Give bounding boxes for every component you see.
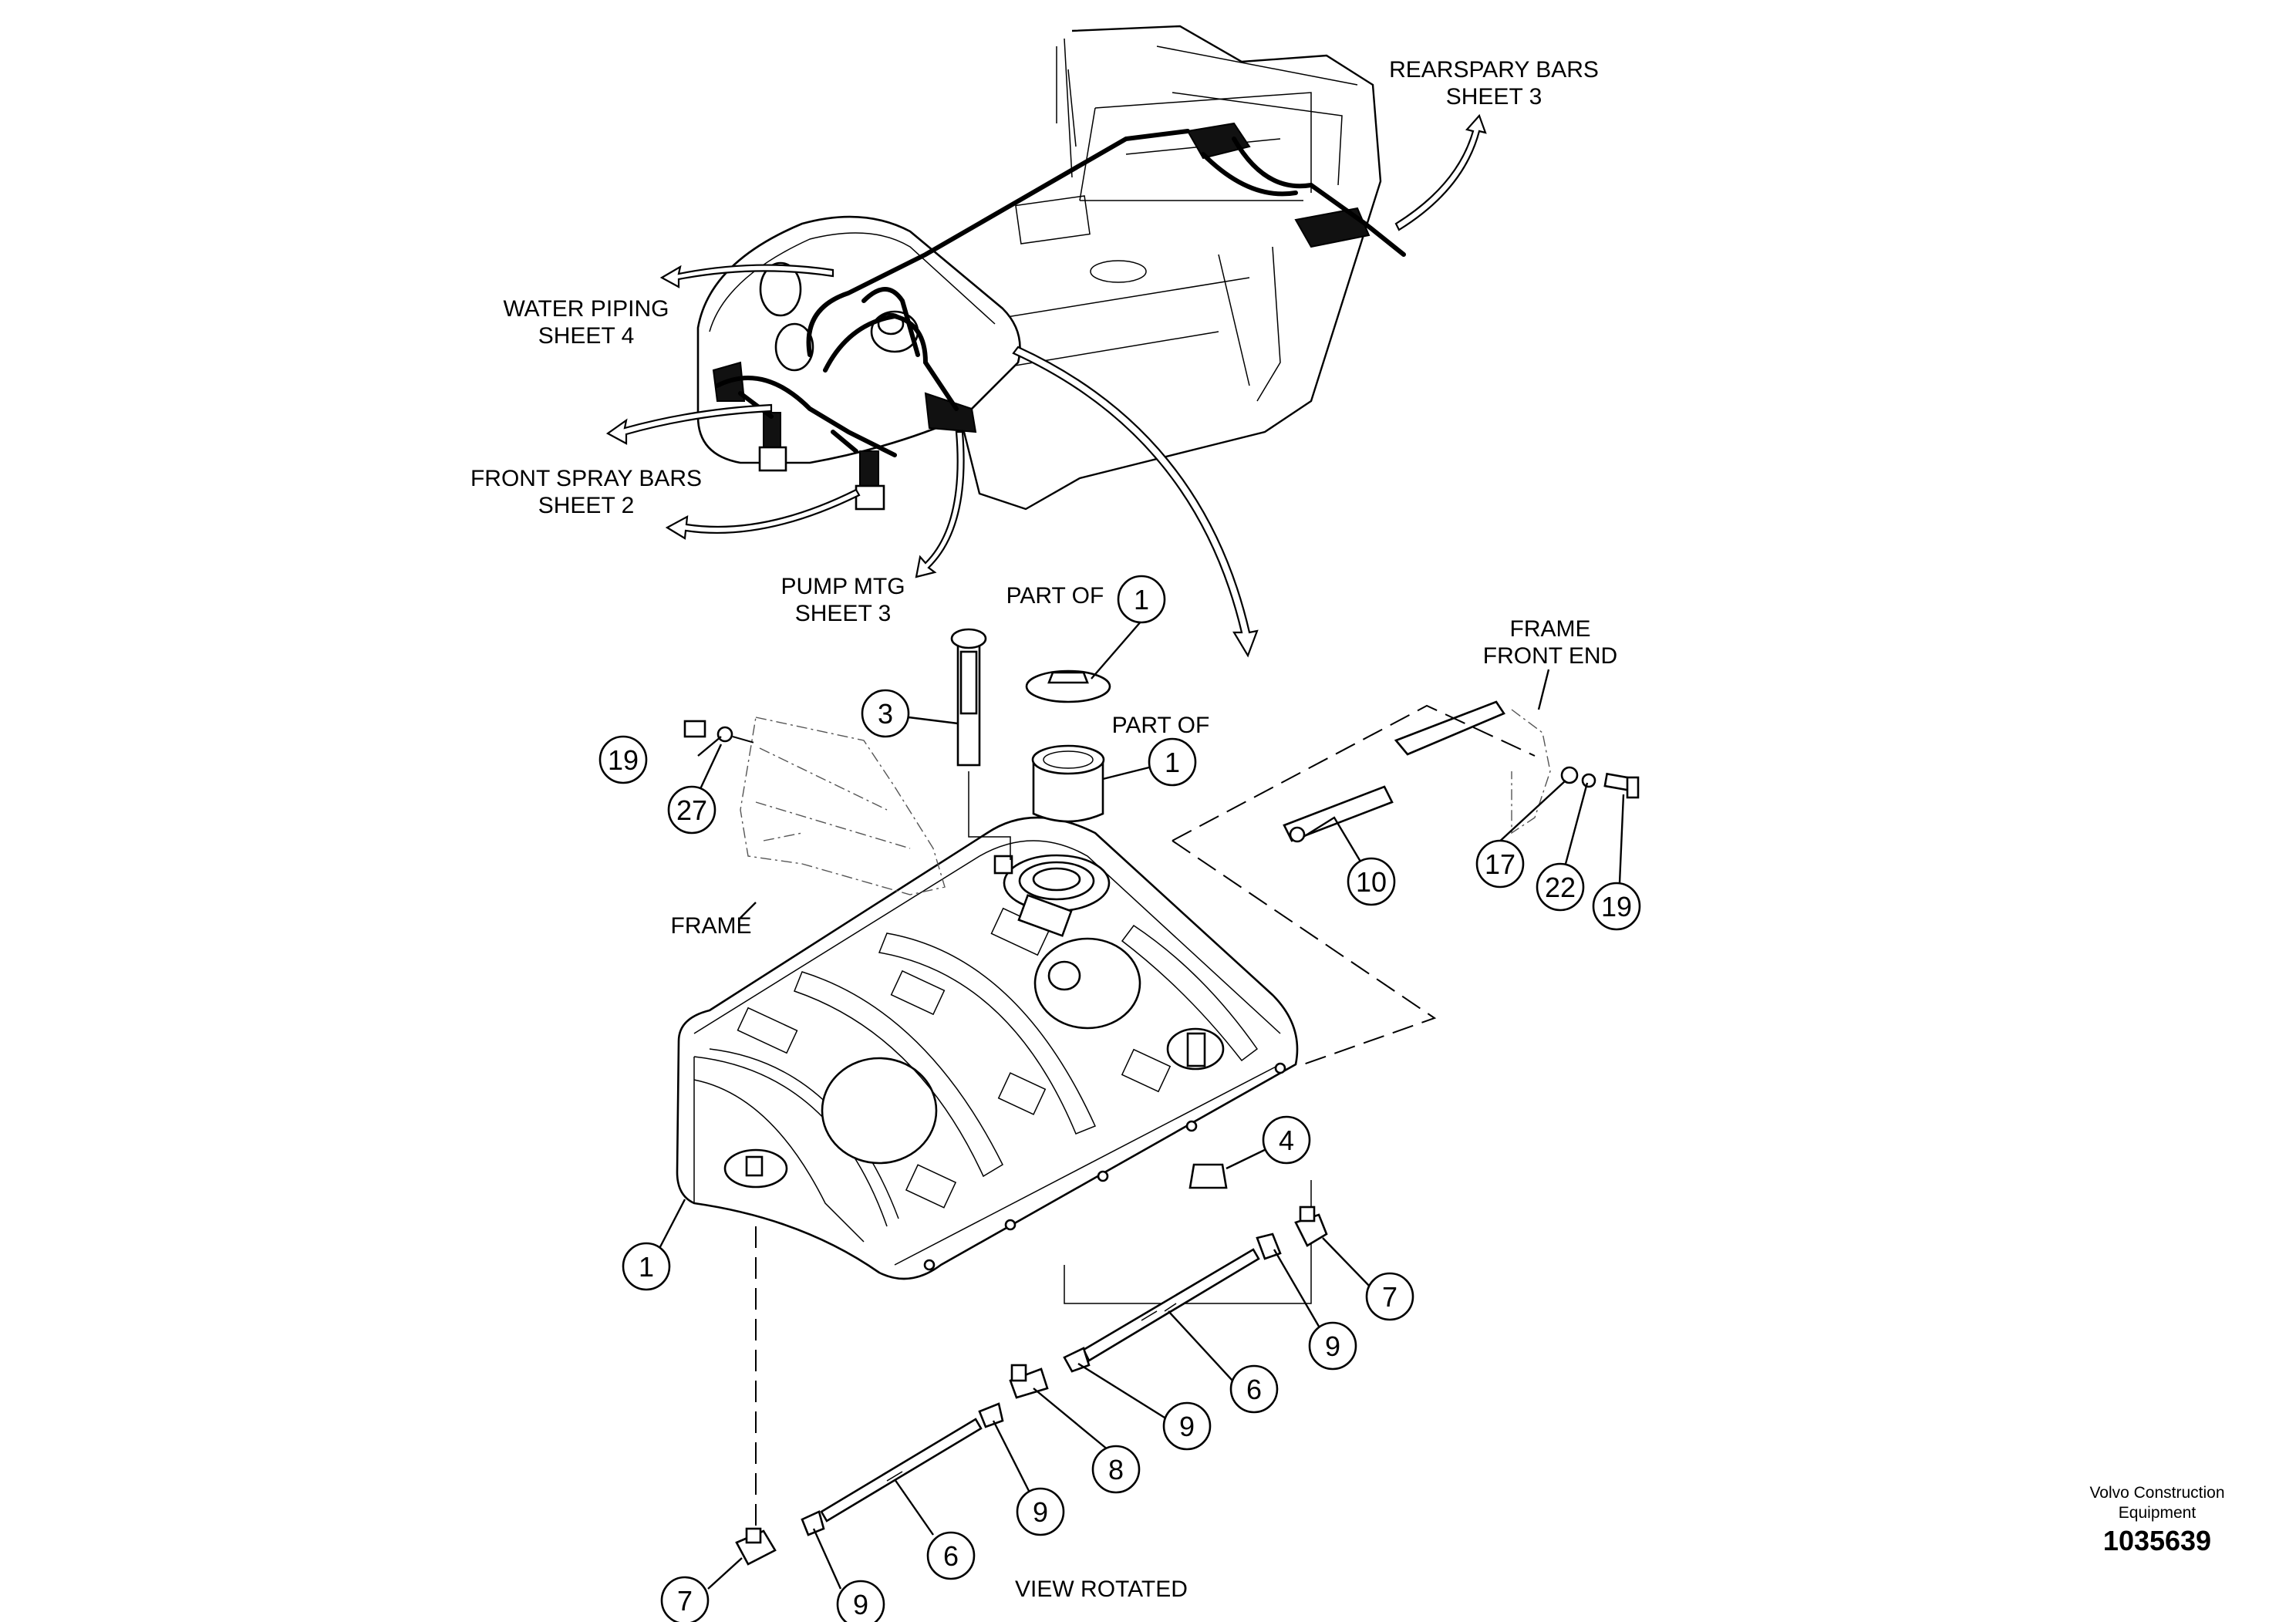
callout-circle bbox=[1229, 1364, 1279, 1414]
callout-number: 9 bbox=[1325, 1330, 1340, 1362]
callout-number: 6 bbox=[943, 1540, 959, 1572]
part-of-label-bottom: PART OF bbox=[1112, 713, 1210, 738]
filler-cap bbox=[1025, 669, 1111, 703]
callout-number: 10 bbox=[1356, 866, 1387, 898]
front-spray-bars-label-1: FRONT SPRAY BARS bbox=[470, 466, 702, 491]
rear-spray-bars-arrow bbox=[1394, 113, 1487, 231]
callout-number: 7 bbox=[677, 1585, 693, 1617]
callout-numbers: 1 1 3 19 27 10 17 22 19 4 1 7 9 6 9 8 9 … bbox=[608, 584, 1632, 1620]
rear-spray-bars-label-2: SHEET 3 bbox=[1446, 84, 1542, 110]
callout-circle bbox=[1592, 882, 1641, 931]
pump-mtg-arrow bbox=[915, 430, 965, 578]
frame-leader bbox=[740, 902, 757, 919]
callout-circle bbox=[1347, 857, 1396, 906]
rear-spray-bars-label-1: REARSPARY BARS bbox=[1389, 57, 1599, 83]
callout-number: 6 bbox=[1246, 1374, 1262, 1405]
callout-number: 1 bbox=[1134, 584, 1149, 615]
callout-circle bbox=[1262, 1115, 1311, 1165]
frame-front-end bbox=[1283, 700, 1640, 843]
callout-circle bbox=[1536, 862, 1585, 912]
callout-circles bbox=[598, 575, 1641, 1622]
callout-number: 19 bbox=[608, 744, 639, 776]
pump-mtg-label-1: PUMP MTG bbox=[781, 574, 905, 599]
callout-circle bbox=[836, 1580, 885, 1622]
strainer-basket bbox=[1032, 758, 1104, 823]
callout-number: 17 bbox=[1485, 848, 1515, 880]
water-piping-label-2: SHEET 4 bbox=[538, 323, 635, 349]
frame-label: FRAME bbox=[671, 913, 752, 939]
callout-number: 27 bbox=[676, 794, 707, 826]
callout-circle bbox=[1475, 839, 1525, 889]
tank-outlet-fitting bbox=[1188, 1163, 1228, 1189]
callout-circle bbox=[926, 1531, 976, 1580]
bracket-upper bbox=[1394, 700, 1505, 756]
callout-number: 8 bbox=[1108, 1454, 1124, 1485]
front-spray-bars-arrow-1 bbox=[605, 403, 773, 445]
company-name-line1: Volvo Construction bbox=[2089, 1484, 2224, 1502]
front-spray-bars-arrow-2 bbox=[665, 488, 861, 540]
callout-circle bbox=[660, 1576, 710, 1622]
frame-front-end-label-1: FRAME bbox=[1510, 616, 1591, 642]
callout-circle bbox=[598, 735, 648, 784]
machine-overview-illustration bbox=[696, 25, 1406, 511]
callout-circle bbox=[622, 1242, 671, 1291]
water-piping-arrow bbox=[659, 264, 834, 288]
plumbing-line bbox=[735, 1206, 1328, 1566]
view-rotated-arrow bbox=[1012, 346, 1259, 658]
front-spray-bars-label-2: SHEET 2 bbox=[538, 493, 635, 518]
callout-circle bbox=[1091, 1445, 1141, 1494]
tee-fitting bbox=[1009, 1367, 1049, 1399]
callout-number: 4 bbox=[1279, 1125, 1294, 1156]
callout-circle bbox=[1308, 1321, 1357, 1371]
callout-number: 9 bbox=[1179, 1411, 1195, 1442]
water-tank-illustration bbox=[676, 816, 1299, 1280]
callout-circle bbox=[1016, 1487, 1065, 1536]
callout-number: 22 bbox=[1545, 872, 1576, 903]
callout-circle bbox=[1162, 1401, 1212, 1451]
left-frame-ghost bbox=[683, 717, 946, 895]
callout-number: 1 bbox=[1165, 747, 1180, 778]
view-rotated-label: VIEW ROTATED bbox=[1015, 1576, 1188, 1602]
hose-left bbox=[820, 1418, 983, 1523]
callout-circle bbox=[861, 689, 910, 738]
hose-right bbox=[1082, 1248, 1260, 1362]
callout-number: 19 bbox=[1601, 891, 1632, 922]
callout-circle bbox=[1365, 1272, 1414, 1321]
callout-circle bbox=[1148, 737, 1197, 787]
callout-number: 7 bbox=[1382, 1281, 1397, 1313]
reference-arrows bbox=[605, 113, 1487, 658]
callout-number: 9 bbox=[1033, 1496, 1048, 1528]
callout-number: 1 bbox=[639, 1251, 654, 1283]
drawing-number: 1035639 bbox=[2103, 1525, 2211, 1556]
filler-cap-and-strainer bbox=[950, 628, 1111, 860]
callout-number: 9 bbox=[853, 1589, 868, 1620]
callout-circle bbox=[667, 785, 716, 835]
part-of-label-top: PART OF bbox=[1006, 583, 1104, 609]
frame-front-end-leader bbox=[1537, 669, 1550, 710]
company-name-line2: Equipment bbox=[2119, 1504, 2197, 1522]
water-piping-label-1: WATER PIPING bbox=[503, 296, 669, 322]
callout-circle bbox=[1117, 575, 1166, 624]
callout-number: 3 bbox=[878, 698, 893, 730]
bracket-lower bbox=[1283, 785, 1394, 842]
frame-front-end-label-2: FRONT END bbox=[1483, 643, 1617, 669]
pump-mtg-label-2: SHEET 3 bbox=[795, 601, 892, 626]
